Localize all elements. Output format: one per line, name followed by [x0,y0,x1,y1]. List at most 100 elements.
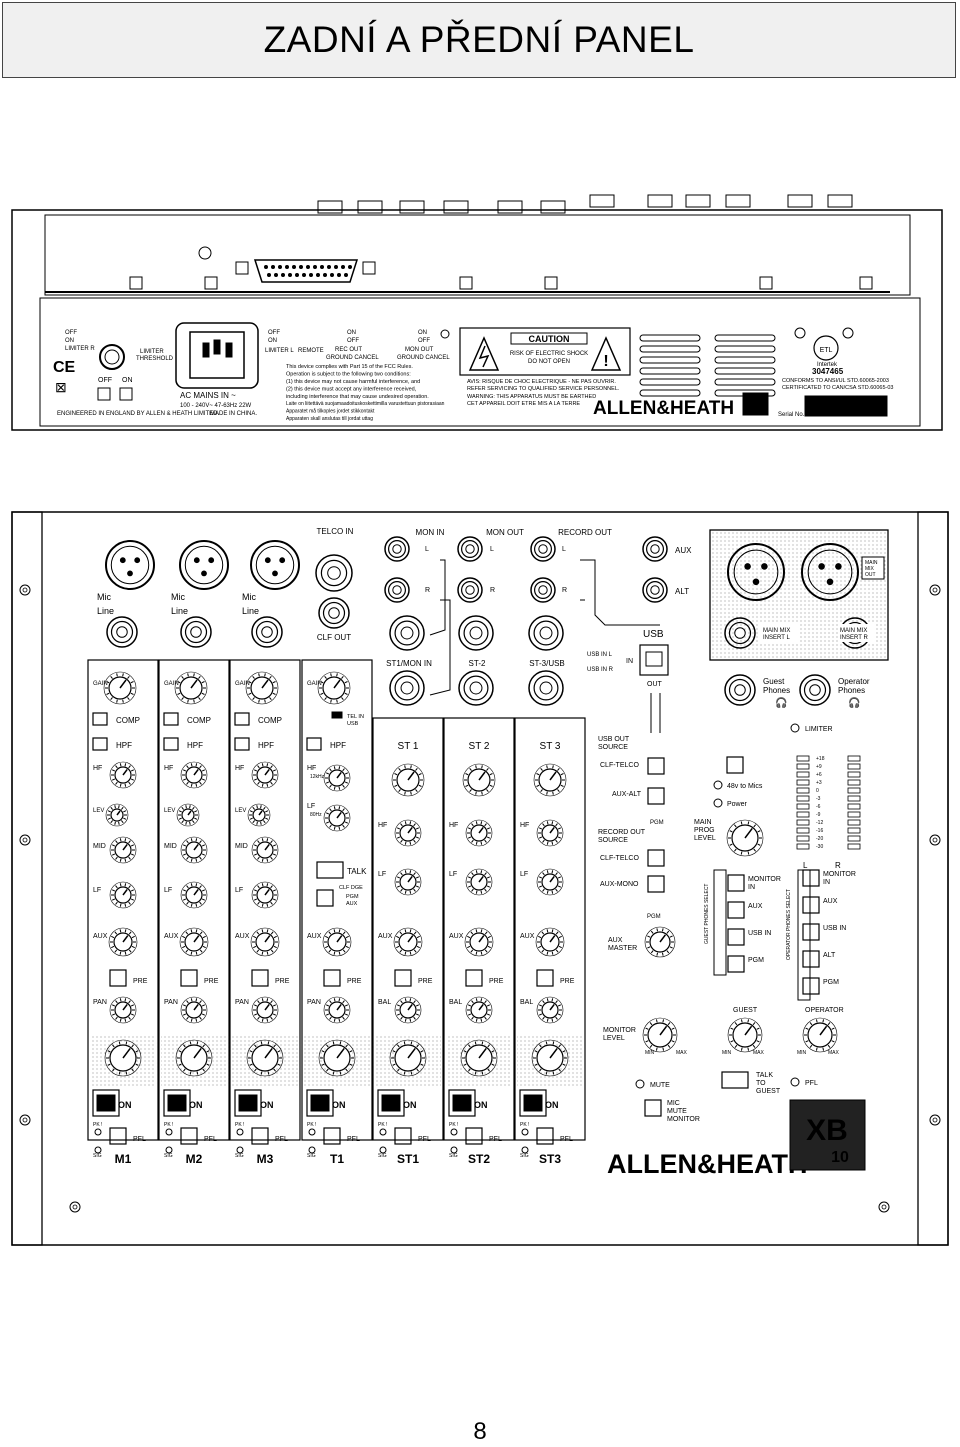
knob-tooth [534,1063,538,1066]
knob-tooth [538,935,542,939]
monitor-level-label: MONITOR [603,1027,636,1034]
knob-tooth [410,765,412,769]
knob-tooth [273,935,277,939]
knob-tooth [409,929,412,933]
knob-tooth [185,805,187,809]
knob-tooth [398,767,401,771]
fcc-text: (1) this device may not cause harmful in… [286,379,420,385]
knob-tooth [272,1004,277,1007]
st3-usb-label: ST-3/USB [529,659,565,668]
knob-tooth [344,781,349,784]
knob-tooth [484,931,488,935]
knob-tooth [400,823,403,827]
knob-tooth [404,821,407,825]
rear-screw-square [759,276,773,290]
screw-center [932,837,938,843]
sig-led [165,1146,173,1154]
knob-tooth [201,1004,206,1007]
fcc-text: including interference that may cause un… [286,394,429,400]
knob-tooth [124,903,127,907]
peak-led [521,1128,529,1136]
exclamation-icon: ! [603,353,608,370]
guest-select-button [727,955,745,973]
vent-slot [639,367,701,375]
guest-phones-label: Phones [763,686,790,695]
record-routing-line [580,559,660,626]
knob-tooth [258,673,260,677]
rear-chassis [11,209,943,431]
channel-name: M3 [257,1152,274,1166]
knob-tooth [645,1040,649,1043]
jack-ring [533,620,559,646]
knob-pointer [193,935,200,943]
dsub-pin [309,273,313,277]
knob-tooth [329,1000,332,1004]
knob-tooth [336,673,338,677]
knob-tooth [111,769,116,772]
hf-label: HF [378,822,387,829]
knob-tooth [394,784,398,787]
jack-ring [461,580,480,599]
knob-tooth [186,901,189,905]
rca-jack [530,536,556,562]
knob-tooth [106,681,110,684]
knob-tooth [805,1040,809,1043]
aux-out-label: AUX [675,546,692,555]
rca-jack [384,577,410,603]
dsub-pin [295,273,299,277]
knob-tooth [409,890,412,894]
on-button [377,1089,405,1117]
meter-led-l [796,787,810,794]
dsub-pin [278,265,282,269]
knob-tooth [562,1063,566,1066]
knob-tooth [198,697,201,701]
knob-tooth [178,817,182,820]
pfl-button [180,1127,198,1145]
hpf-button [92,737,108,751]
knob-tooth [127,697,130,701]
knob-pointer [122,843,128,851]
usb-source-aux-alt-button [647,787,665,805]
operator-level-knob [802,1017,838,1053]
knob-tooth [831,1040,835,1043]
pre-label: PRE [489,978,504,985]
jack-hole [734,627,746,639]
knob-tooth [410,1041,413,1045]
knob-tooth [199,856,202,860]
knob-tooth [815,1019,818,1023]
knob-tooth [557,1004,562,1007]
knob-tooth [201,844,206,847]
knob-tooth [546,841,549,845]
rear-screw [198,246,212,260]
knob-tooth [257,765,260,769]
knob-tooth [404,765,406,769]
mains-pin [202,342,210,358]
operator-select-button [802,869,820,887]
meter-scale-label: -30 [816,844,823,850]
knob-tooth [186,781,189,785]
rear-screw-square [362,261,376,275]
monitor-level-knob [642,1017,678,1053]
mid-eq-knob [109,836,137,864]
knob-tooth [190,903,193,907]
knob-tooth [124,998,127,1002]
knob-tooth [116,699,118,703]
rca-jack [530,577,556,603]
xlr-pin [744,563,751,570]
guest-select-label: IN [748,884,755,891]
min-label: MIN [722,1050,732,1056]
hpf-label: HPF [187,741,203,750]
knob-tooth [111,778,116,781]
knob-tooth [467,1013,472,1016]
knob-tooth [404,890,407,894]
knob-tooth [536,784,540,787]
knob-tooth [538,1004,543,1007]
knob-tooth [201,692,205,695]
knob-tooth [190,838,193,842]
knob-pointer [549,1047,558,1059]
knob-tooth [130,681,134,684]
alt-out-label: ALT [675,587,689,596]
knob-tooth [182,769,187,772]
hpf-label: HPF [116,741,132,750]
knob-tooth [409,870,412,874]
